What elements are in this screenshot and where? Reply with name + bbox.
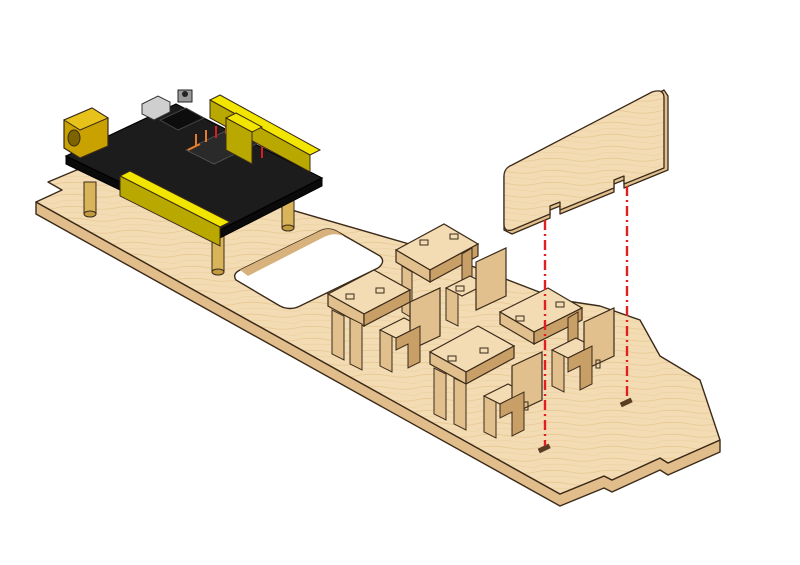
mcu-chip [158, 107, 206, 131]
assembly-guide-lines [543, 186, 629, 446]
chair [444, 247, 507, 327]
panel-slot-right [619, 397, 633, 408]
wooden-back-panel [503, 89, 669, 235]
controller-board [62, 89, 324, 247]
dc-jack [62, 107, 110, 159]
base-board-top [35, 155, 721, 495]
base-board [35, 155, 721, 507]
chair [378, 287, 441, 373]
yellow-header-mid [224, 112, 264, 165]
desk [428, 325, 516, 431]
desk [326, 269, 412, 371]
usb-port [141, 95, 171, 121]
classroom-furniture [326, 223, 615, 439]
panel-face [503, 90, 665, 232]
standoff [83, 181, 97, 218]
panel-slot-left [537, 443, 551, 454]
chair [482, 351, 543, 439]
yellow-header-bottom [118, 170, 232, 247]
standoff [281, 197, 295, 232]
base-board-cutout [233, 228, 384, 310]
chair [550, 307, 615, 393]
